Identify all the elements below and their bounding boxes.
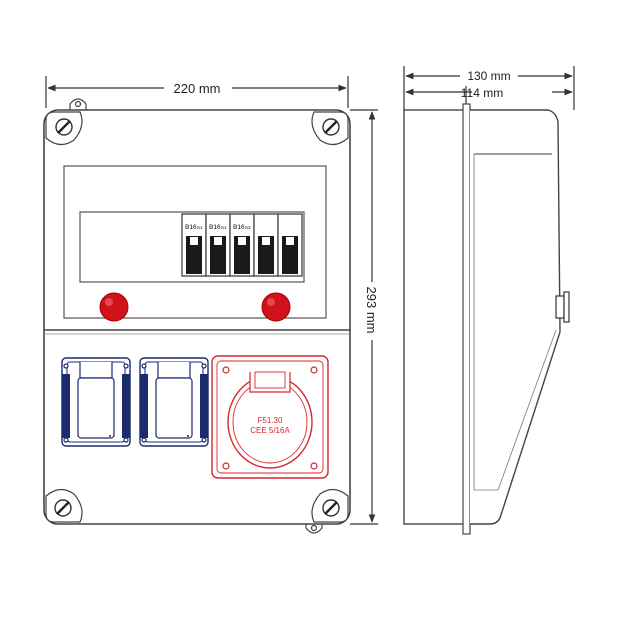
height-dimension: 293 mm (350, 109, 382, 525)
screw-icon (322, 499, 340, 517)
breaker-sub: S1 (221, 225, 227, 230)
circuit-breakers: B16 S1 B16 S1 B16 S3 (181, 213, 303, 277)
mounting-flange (462, 103, 471, 535)
schuko-socket-icon (61, 357, 131, 447)
screw-icon (55, 118, 73, 136)
circuit-breaker (253, 213, 279, 277)
depth-label: 130 mm (467, 69, 510, 83)
cee-rating-label: CEE 5/16A (250, 426, 290, 435)
breaker-label: B16 (209, 224, 221, 231)
screw-icon (54, 499, 72, 517)
circuit-breaker: B16 S1 (205, 213, 231, 277)
breaker-sub: S3 (245, 225, 251, 230)
schuko-socket-icon (139, 357, 209, 447)
height-label: 293 mm (364, 287, 379, 334)
width-dimension: 220 mm (45, 76, 349, 108)
cee-model-label: F51.30 (258, 416, 283, 425)
screw-icon (322, 118, 340, 136)
indicator-lamp-icon (99, 292, 129, 322)
breaker-label: B16 (185, 224, 197, 231)
lid-latch (555, 295, 565, 319)
side-view: 130 mm 114 mm (403, 66, 575, 535)
lid-profile (470, 109, 561, 525)
inner-depth-label: 114 mm (461, 86, 503, 100)
circuit-breaker: B16 S1 (181, 213, 207, 277)
mounting-lug-top (69, 98, 87, 110)
width-label: 220 mm (174, 81, 221, 96)
depth-dimension: 130 mm (403, 66, 575, 110)
back-plate (403, 109, 467, 525)
breaker-sub: S1 (197, 225, 203, 230)
front-view: 220 mm 293 mm (43, 76, 382, 534)
indicator-lamp-icon (261, 292, 291, 322)
circuit-breaker (277, 213, 303, 277)
circuit-breaker: B16 S3 (229, 213, 255, 277)
corner-screws (45, 111, 349, 523)
cee-socket-icon: F51.30 CEE 5/16A (211, 355, 329, 479)
breaker-label: B16 (233, 224, 245, 231)
inner-depth-dimension: 114 mm (405, 86, 573, 104)
